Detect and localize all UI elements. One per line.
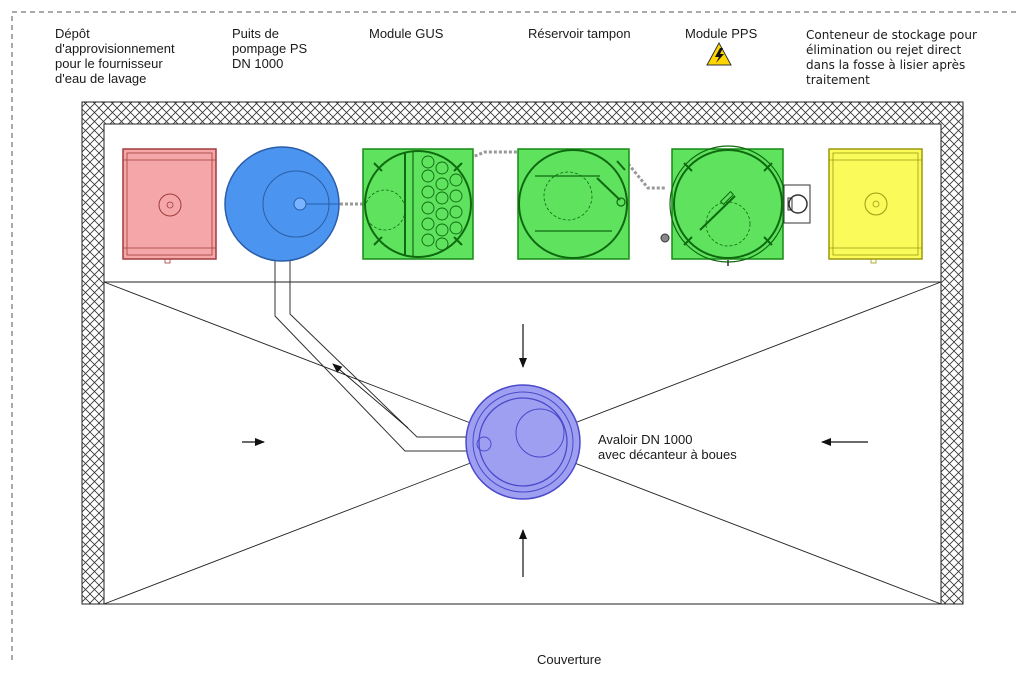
pipe-flow-arrow	[332, 363, 409, 429]
interconnect-piping	[340, 150, 665, 206]
label-cover: Couverture	[537, 652, 602, 667]
storage-container	[828, 148, 923, 264]
high-voltage-warning-icon	[706, 41, 732, 66]
label-storage-container: Conteneur de stockage pour élimination o…	[806, 28, 977, 87]
pps-module	[660, 145, 811, 266]
label-pps-module: Module PPS	[685, 26, 758, 41]
label-supply-depot: Dépôt d'approvisionnement pour le fourni…	[55, 26, 175, 86]
slope-arrows	[242, 324, 868, 577]
drain-sludge-trap	[465, 384, 581, 500]
label-buffer-tank: Réservoir tampon	[528, 26, 631, 41]
label-gus-module: Module GUS	[369, 26, 444, 41]
pump-well	[224, 146, 340, 262]
label-drain: Avaloir DN 1000 avec décanteur à boues	[598, 432, 737, 462]
site-boundary	[11, 11, 1020, 660]
supply-depot-tank	[122, 148, 217, 264]
gus-module	[362, 148, 474, 260]
label-pump-well: Puits de pompage PS DN 1000	[232, 26, 308, 71]
buffer-tank	[517, 148, 630, 260]
